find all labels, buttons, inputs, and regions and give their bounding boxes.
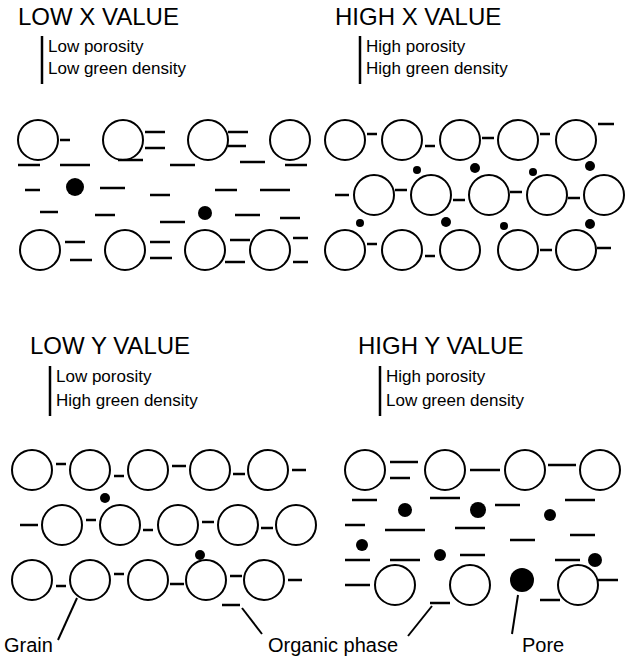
- property-note: Low green density: [386, 392, 524, 411]
- pores: [356, 502, 602, 592]
- part-label: Pore: [522, 634, 564, 656]
- property-note: High green density: [366, 60, 508, 79]
- bracket-bar: [379, 366, 382, 416]
- property-note: High green density: [56, 392, 198, 411]
- part-label: Grain: [4, 634, 53, 656]
- high-y-panel: [345, 450, 620, 605]
- pores: [66, 178, 212, 220]
- bracket-bar: [49, 366, 52, 416]
- property-note: Low green density: [48, 60, 186, 79]
- property-note: Low porosity: [48, 38, 143, 57]
- panel-title: HIGH Y VALUE: [358, 333, 523, 359]
- organic-phase: [335, 124, 614, 256]
- grains: [12, 450, 316, 600]
- low-x-panel: [18, 120, 310, 270]
- bracket-bar: [41, 36, 44, 84]
- leader-line: [242, 608, 262, 634]
- panel-title: LOW X VALUE: [18, 4, 179, 30]
- panel-title: LOW Y VALUE: [30, 333, 190, 359]
- grains: [18, 120, 310, 270]
- low-y-panel: [12, 450, 316, 605]
- property-note: High porosity: [366, 38, 465, 57]
- leader-line: [512, 595, 518, 634]
- grains: [345, 450, 620, 605]
- organic-phase: [20, 464, 306, 605]
- part-label: Organic phase: [268, 634, 398, 656]
- organic-phase: [18, 132, 308, 262]
- bracket-bar: [359, 36, 362, 84]
- panel-title: HIGH X VALUE: [335, 4, 501, 30]
- high-x-panel: [325, 120, 624, 270]
- leader-line: [58, 598, 77, 640]
- leader-line: [408, 606, 432, 636]
- organic-phase: [345, 462, 618, 603]
- property-note: High porosity: [386, 368, 485, 387]
- property-note: Low porosity: [56, 368, 151, 387]
- grains: [325, 120, 624, 270]
- pores: [356, 161, 595, 230]
- pores: [100, 493, 205, 560]
- leader-lines: [58, 595, 518, 640]
